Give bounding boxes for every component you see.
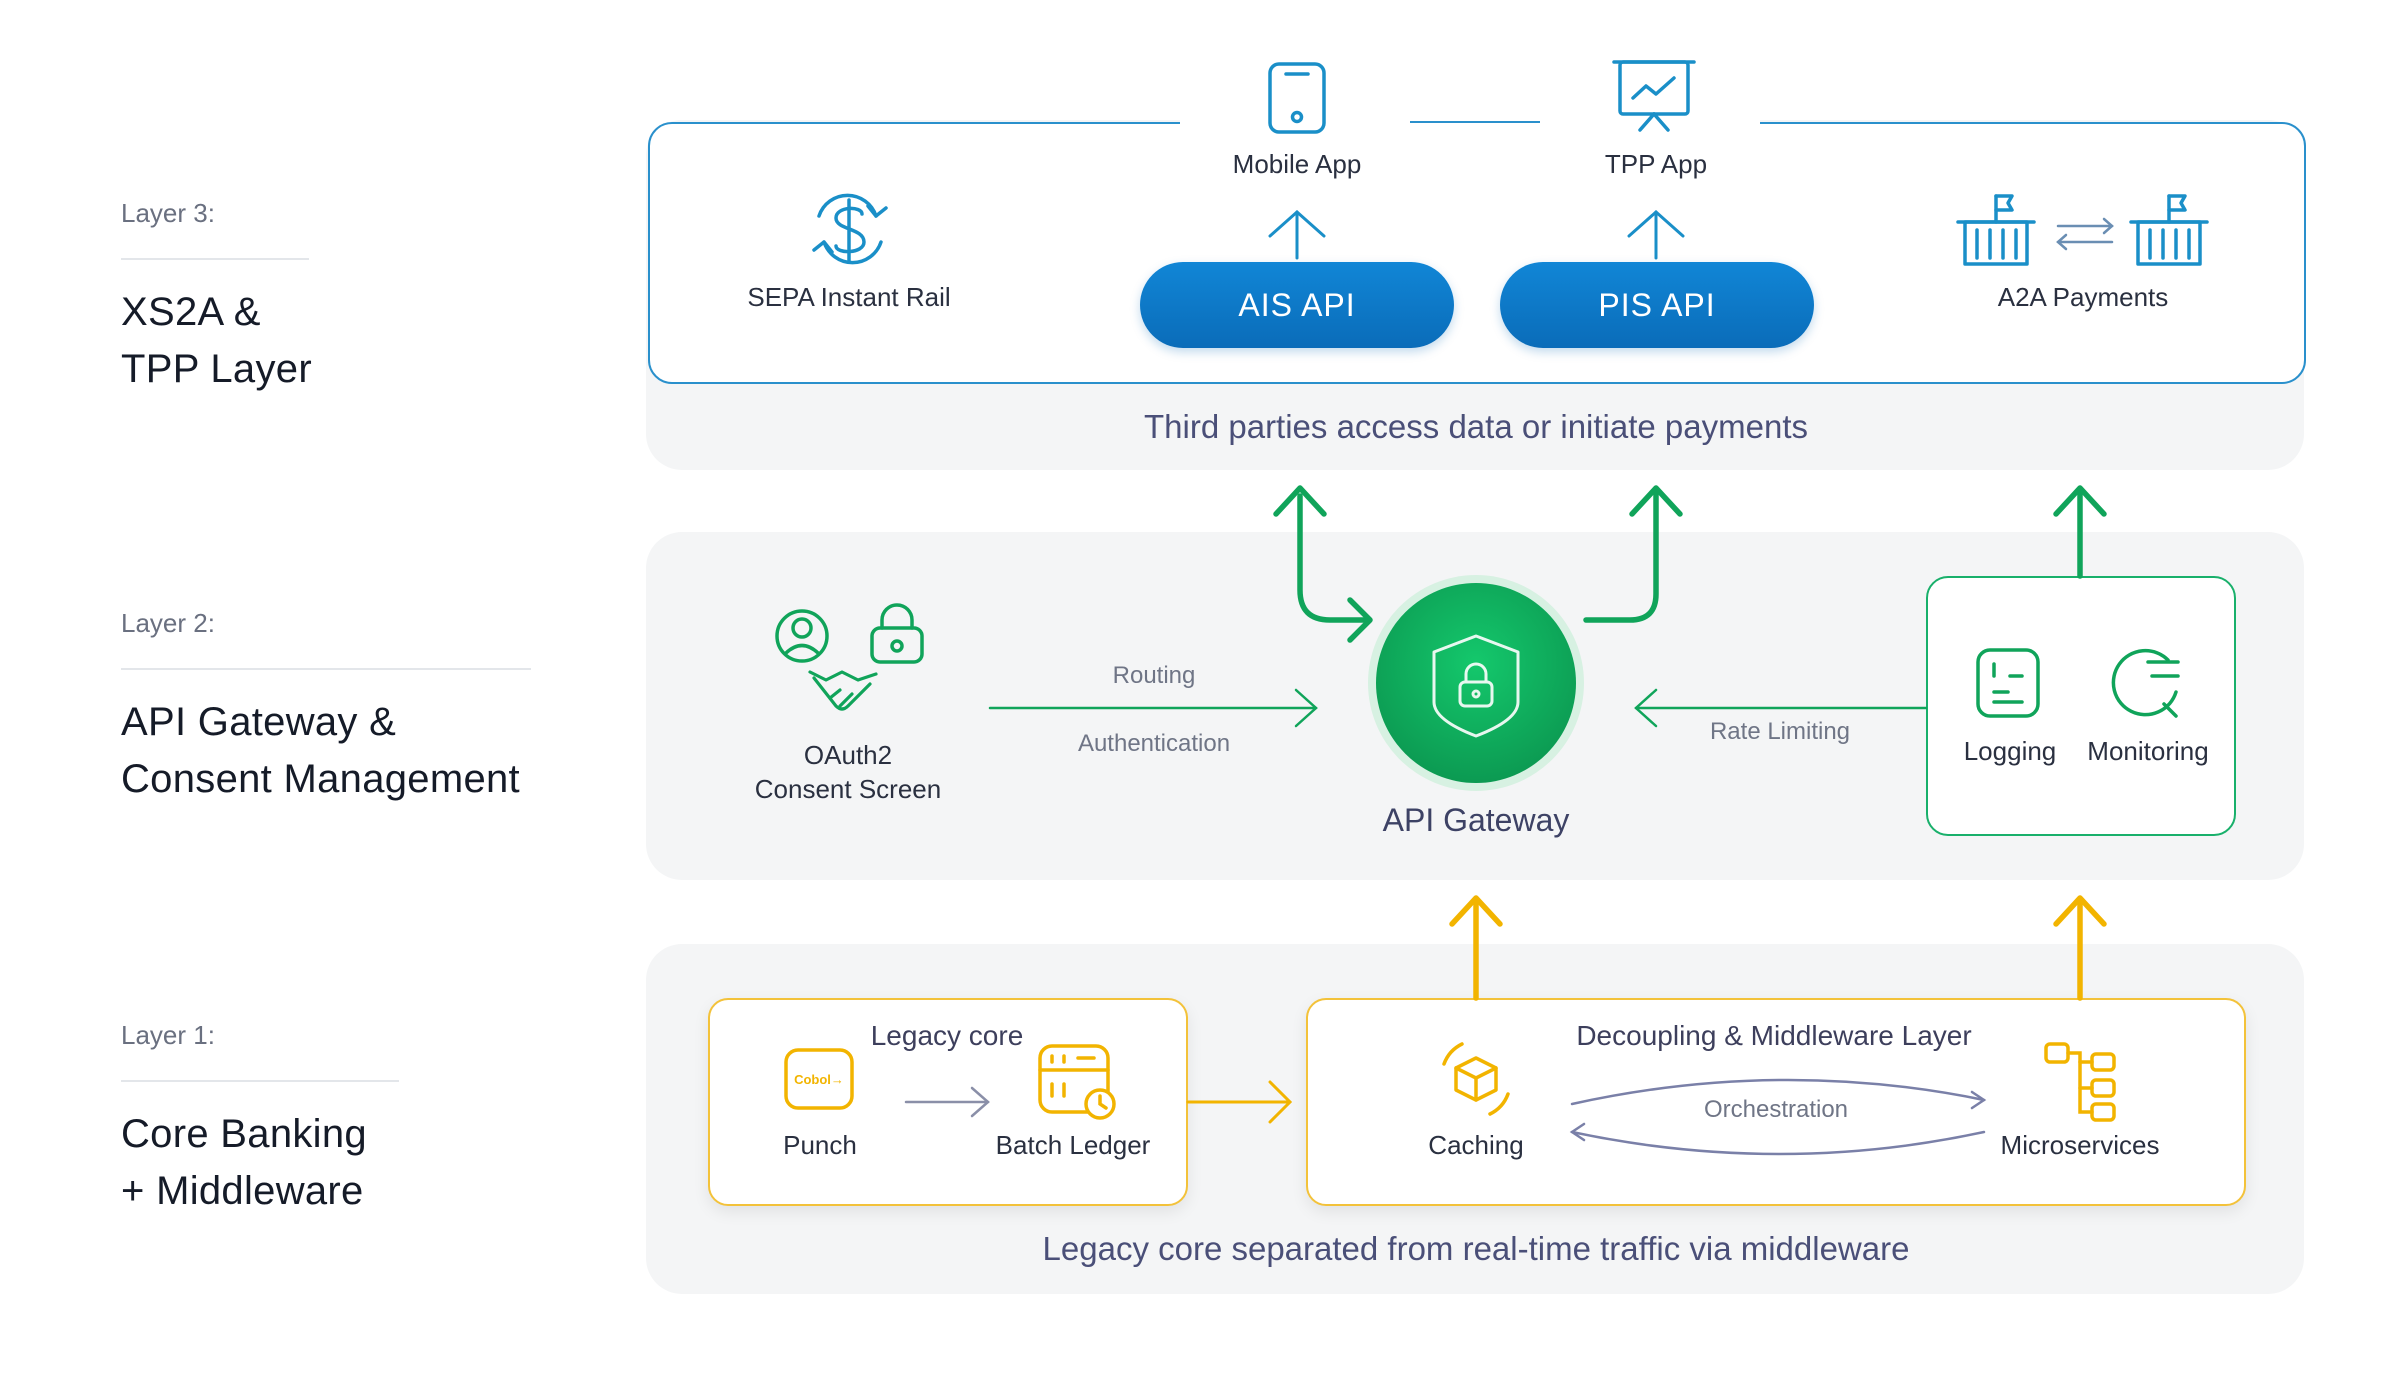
user-circle-icon bbox=[775, 609, 829, 663]
routing-arrow bbox=[988, 688, 1318, 728]
layer3-title: XS2A & TPP Layer bbox=[121, 284, 312, 398]
gateway-shield-lock-icon bbox=[1432, 634, 1520, 738]
lock-icon bbox=[870, 603, 924, 664]
layer3-rule bbox=[121, 258, 309, 260]
cobol-badge bbox=[784, 1048, 854, 1110]
tpp-app-label: TPP App bbox=[1604, 149, 1708, 179]
bank-icon-left bbox=[1956, 194, 2036, 266]
gold-arrow-right bbox=[2053, 895, 2107, 1001]
microservices-icon bbox=[2044, 1042, 2116, 1122]
decoupling-card bbox=[1306, 998, 2246, 1206]
a2a-label: A2A Payments bbox=[1997, 282, 2169, 312]
caching-label: Caching bbox=[1428, 1130, 1524, 1160]
rate-limiting-label: Rate Limiting bbox=[1709, 718, 1851, 745]
bank-icon-right bbox=[2129, 194, 2209, 266]
batch-ledger-icon bbox=[1038, 1044, 1116, 1120]
routing-label: Routing bbox=[1112, 662, 1196, 689]
gateway-label: API Gateway bbox=[1382, 802, 1570, 838]
oauth-label-line2: Consent Screen bbox=[754, 774, 942, 804]
layer3-label: Layer 3: bbox=[121, 198, 215, 228]
monitoring-label: Monitoring bbox=[2087, 736, 2209, 766]
authentication-label: Authentication bbox=[1077, 730, 1231, 757]
layer1-title: Core Banking + Middleware bbox=[121, 1106, 367, 1220]
gold-arrow-left bbox=[1449, 895, 1503, 1001]
exchange-arrows-icon bbox=[2056, 217, 2114, 251]
legacy-to-middleware-arrow bbox=[1186, 1080, 1293, 1124]
layer2-title-line2: Consent Management bbox=[121, 757, 520, 801]
logging-icon bbox=[1976, 648, 2040, 718]
layer1-rule bbox=[121, 1080, 399, 1082]
mobile-app-icon bbox=[1268, 62, 1326, 134]
pis-up-arrow bbox=[1627, 209, 1685, 260]
batch-ledger-label: Batch Ledger bbox=[995, 1130, 1151, 1160]
layer1-label: Layer 1: bbox=[121, 1020, 215, 1050]
layer2-rule bbox=[121, 668, 531, 670]
layer2-label: Layer 2: bbox=[121, 608, 215, 638]
layer3-caption: Third parties access data or initiate pa… bbox=[1144, 408, 1808, 445]
app-strip-background bbox=[1180, 50, 1760, 190]
punch-to-batch-arrow bbox=[904, 1086, 990, 1118]
logging-label: Logging bbox=[1963, 736, 2057, 766]
layer1-caption: Legacy core separated from real-time tra… bbox=[1042, 1230, 1910, 1267]
layer2-title-line1: API Gateway & bbox=[121, 700, 397, 744]
ais-up-arrow bbox=[1268, 209, 1326, 260]
pis-api-button[interactable]: PIS API bbox=[1500, 262, 1814, 348]
green-arrow-left bbox=[1273, 485, 1373, 643]
green-arrow-middle bbox=[1583, 485, 1683, 623]
tpp-app-icon bbox=[1612, 60, 1696, 132]
orchestration-label: Orchestration bbox=[1703, 1096, 1849, 1123]
mobile-app-label: Mobile App bbox=[1232, 149, 1362, 179]
legacy-core-title: Legacy core bbox=[870, 1020, 1024, 1051]
microservices-label: Microservices bbox=[2000, 1130, 2160, 1160]
layer1-title-line1: Core Banking bbox=[121, 1112, 367, 1156]
layer3-title-line2: TPP Layer bbox=[121, 347, 312, 391]
sepa-label: SEPA Instant Rail bbox=[747, 282, 951, 312]
caching-cube-icon bbox=[1442, 1042, 1510, 1116]
rate-limiting-arrow bbox=[1634, 688, 1928, 728]
punch-label: Punch bbox=[783, 1130, 857, 1160]
oauth-label: OAuth2 Consent Screen bbox=[755, 738, 941, 806]
layer2-title: API Gateway & Consent Management bbox=[121, 694, 520, 808]
monitoring-icon bbox=[2111, 648, 2180, 718]
ais-api-button[interactable]: AIS API bbox=[1140, 262, 1454, 348]
sepa-dollar-icon bbox=[812, 193, 888, 265]
decoupling-title: Decoupling & Middleware Layer bbox=[1576, 1020, 1972, 1051]
orchestration-arcs bbox=[1569, 1078, 1987, 1156]
handshake-icon bbox=[808, 670, 878, 711]
cobol-badge-label: Cobol→ bbox=[794, 1072, 844, 1087]
oauth-label-line1: OAuth2 bbox=[803, 740, 893, 770]
layer1-title-line2: + Middleware bbox=[121, 1169, 364, 1213]
green-arrow-right bbox=[2053, 485, 2107, 579]
layer3-title-line1: XS2A & bbox=[121, 290, 261, 334]
